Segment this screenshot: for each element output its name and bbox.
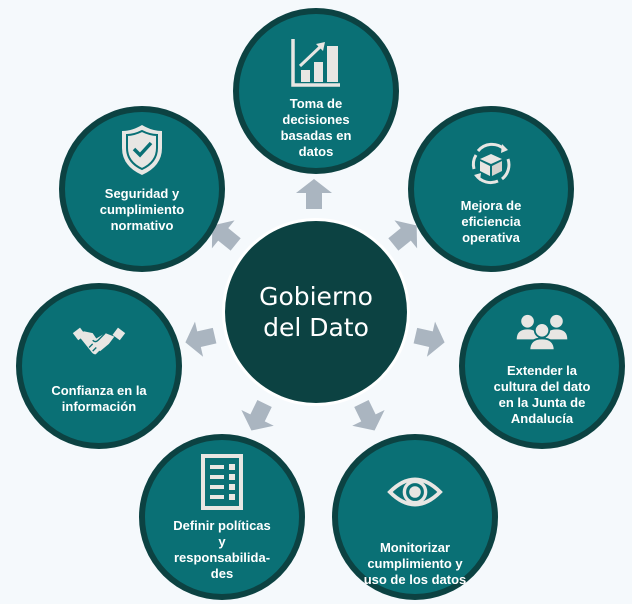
shield-check-icon	[114, 122, 170, 178]
arrow-to-upper-right	[379, 209, 431, 261]
node-monitor: Monitorizar cumplimiento y uso de los da…	[332, 434, 498, 600]
center-hub: Gobierno del Dato	[225, 221, 407, 403]
people-group-icon	[514, 305, 570, 361]
arrow-to-lower-left	[233, 393, 284, 441]
node-label: Confianza en la información	[51, 383, 147, 414]
node-data-culture: Extender la cultura del dato en la Junta…	[459, 283, 625, 449]
node-decisions: Toma de decisiones basadas en datos	[233, 8, 399, 174]
node-label: Extender la cultura del dato en la Junta…	[493, 363, 591, 426]
node-label: Definir políticas y responsabilida- des	[173, 518, 271, 581]
arrow-to-lower-right	[343, 393, 394, 441]
bar-chart-growth-icon	[288, 34, 344, 90]
node-security: Seguridad y cumplimiento normativo	[59, 106, 225, 272]
node-label: Monitorizar cumplimiento y uso de los da…	[363, 540, 467, 587]
arrow-to-upper-left	[198, 209, 250, 261]
arrow-to-right	[409, 316, 451, 363]
node-label: Toma de decisiones basadas en datos	[280, 96, 352, 159]
arrow-to-left	[179, 316, 221, 363]
checklist-icon	[194, 454, 250, 510]
node-label: Seguridad y cumplimiento normativo	[99, 186, 185, 233]
eye-icon	[387, 464, 443, 520]
node-policies: Definir políticas y responsabilida- des	[139, 434, 305, 600]
node-efficiency: Mejora de eficiencia operativa	[408, 106, 574, 272]
box-cycle-icon	[463, 136, 519, 192]
center-title: Gobierno del Dato	[259, 282, 373, 342]
node-trust: Confianza en la información	[16, 283, 182, 449]
node-label: Mejora de eficiencia operativa	[460, 198, 522, 245]
arrow-to-top	[294, 177, 334, 211]
handshake-icon	[71, 315, 127, 371]
